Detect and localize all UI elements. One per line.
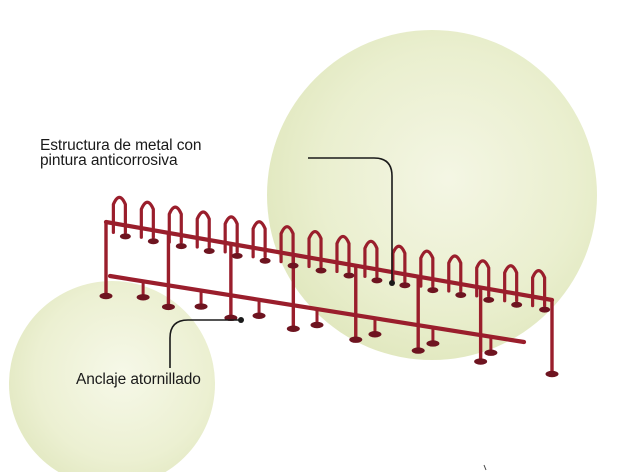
rack-front-rail bbox=[107, 273, 527, 345]
rack-hoop bbox=[167, 205, 183, 244]
rack-hoop bbox=[307, 230, 323, 269]
background-circle-small bbox=[9, 281, 215, 472]
rack-hoop bbox=[195, 210, 211, 249]
structure-annotation-line2: pintura anticorrosiva bbox=[40, 152, 178, 169]
rack-front-foot bbox=[252, 312, 266, 319]
rack-front-foot bbox=[310, 321, 324, 329]
rack-hoop-base bbox=[427, 287, 439, 294]
rack-hoop-base bbox=[343, 272, 355, 279]
rack-foot bbox=[349, 336, 363, 343]
rack-hoop bbox=[363, 239, 379, 278]
rack-hoop-base bbox=[483, 296, 495, 303]
rack-hoop bbox=[419, 249, 435, 288]
rack-hoop bbox=[139, 200, 155, 239]
rack-hoop bbox=[251, 220, 267, 259]
rack-hoop bbox=[503, 264, 519, 303]
anchor-leader-line bbox=[169, 319, 240, 368]
rack-hoop bbox=[447, 254, 463, 293]
bike-rack bbox=[99, 195, 559, 378]
rack-front-foot bbox=[484, 349, 498, 356]
rack-foot bbox=[411, 347, 425, 354]
rack-hoop bbox=[335, 234, 351, 274]
rack-hoop bbox=[223, 215, 239, 254]
rack-foot bbox=[99, 292, 113, 300]
rack-front-foot bbox=[194, 303, 208, 310]
rack-hoop-base bbox=[259, 257, 271, 264]
rack-hoop-base bbox=[455, 291, 467, 298]
rack-hoop-base bbox=[315, 267, 327, 274]
structure-annotation-line1: Estructura de metal con bbox=[40, 137, 202, 154]
rack-hoop bbox=[475, 259, 491, 298]
rack-front-foot bbox=[426, 340, 440, 347]
rack-hoop bbox=[111, 195, 127, 234]
rack-front-foot bbox=[136, 294, 150, 301]
rack-front-foot bbox=[368, 331, 382, 338]
rack-hoop-base bbox=[399, 282, 411, 289]
structure-leader-dot bbox=[389, 280, 395, 286]
rack-foot bbox=[161, 303, 175, 311]
rack-hoop-base bbox=[539, 306, 551, 313]
anchor-leader-dot bbox=[238, 317, 244, 323]
rack-hoop-base bbox=[119, 233, 131, 240]
rack-hoop-base bbox=[231, 252, 243, 259]
structure-annotation: Estructura de metal con pintura anticorr… bbox=[40, 137, 202, 169]
rack-hoop bbox=[279, 225, 295, 264]
rack-foot bbox=[474, 358, 488, 365]
rack-hoop-base bbox=[203, 248, 215, 255]
anchor-annotation: Anclaje atornillado bbox=[76, 371, 201, 388]
rack-foot bbox=[545, 370, 559, 378]
rack-hoop bbox=[391, 244, 407, 283]
rack-hoop bbox=[531, 269, 547, 308]
structure-leader-line bbox=[308, 157, 393, 282]
rack-hoop-base bbox=[287, 262, 299, 269]
rack-hoop-base bbox=[371, 277, 383, 284]
rack-hoop-base bbox=[147, 238, 159, 245]
rack-hoop-base bbox=[175, 243, 187, 250]
decorative-tick bbox=[483, 464, 487, 471]
rack-foot bbox=[286, 325, 300, 332]
rack-hoop-base bbox=[511, 301, 523, 308]
